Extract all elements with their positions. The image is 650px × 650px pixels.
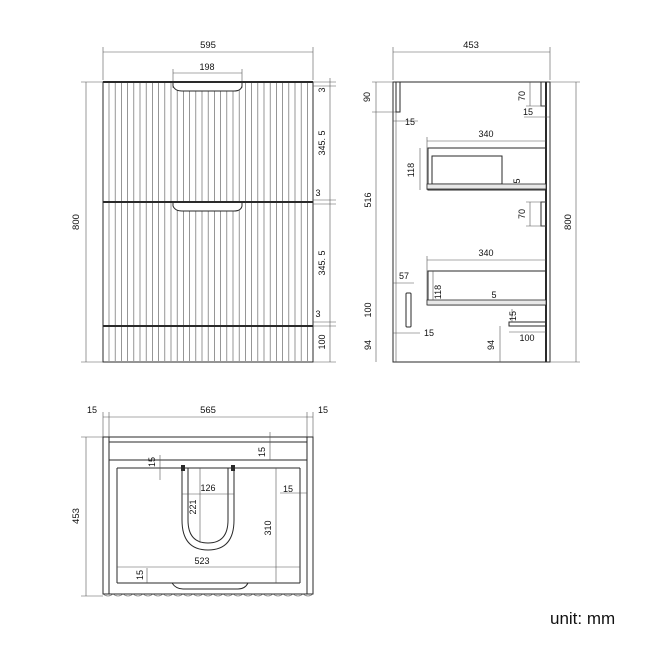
- dim-lower-drawer-depth: 340: [478, 248, 493, 258]
- front-width-label: 595: [200, 40, 216, 51]
- dim-side-90: 90: [362, 92, 372, 102]
- dim-top-310: 310: [263, 520, 273, 535]
- dim-side-94-left: 94: [363, 340, 373, 350]
- dim-bottom-gap: 3: [315, 309, 320, 319]
- dim-drawer-width: 523: [194, 556, 209, 566]
- notch-width-label: 198: [199, 62, 214, 72]
- dim-side-100-rb: 100: [519, 333, 534, 343]
- top-cabinet-outline: [102, 436, 314, 595]
- dim-side-70-top: 70: [517, 91, 527, 101]
- lower-handle-profile: [405, 292, 412, 328]
- fluted-front-edge: [102, 593, 314, 597]
- bottom-rail: [508, 321, 547, 327]
- dim-cutout-depth: 221: [188, 499, 198, 514]
- dim-top-15-a: 15: [147, 457, 157, 467]
- dim-side-15-right: 15: [523, 107, 533, 117]
- dim-side-70-mid: 70: [517, 209, 527, 219]
- dim-side-57: 57: [399, 271, 409, 281]
- dim-upper-drawer-depth: 340: [478, 129, 493, 139]
- front-height-label: 800: [71, 214, 82, 230]
- side-depth-label: 453: [463, 40, 479, 51]
- dim-top-gap: 3: [317, 87, 327, 92]
- dim-side-94-mid: 94: [486, 340, 496, 350]
- dim-top-left-side: 15: [87, 405, 97, 415]
- dim-mid-gap: 3: [315, 188, 320, 198]
- top-depth-label: 453: [71, 508, 82, 524]
- side-cabinet-outline: [392, 81, 551, 363]
- dim-lower-drawer-height: 118: [433, 285, 443, 299]
- dim-top-15-c: 15: [283, 484, 293, 494]
- upper-handle-notch: [172, 83, 243, 92]
- side-height-label: 800: [563, 214, 574, 230]
- dim-side-15-top: 15: [405, 117, 415, 127]
- dim-top-inner-width: 565: [200, 405, 216, 416]
- side-view: 453 90 15 70 15 340 118 5 516: [362, 40, 580, 363]
- dim-cutout-width: 126: [200, 483, 215, 493]
- dim-lower-base-thickness: 5: [491, 290, 496, 300]
- top-handle-notch: [171, 582, 249, 590]
- upper-drawer-box: [427, 147, 547, 191]
- lower-handle-notch: [172, 203, 243, 212]
- dim-side-15-rb: 15: [508, 311, 518, 321]
- front-view: 595 198 800 3 345. 5 3 345. 5: [71, 40, 336, 363]
- dim-side-516: 516: [363, 192, 373, 207]
- dim-upper-base-thickness: 5: [512, 178, 522, 183]
- dim-top-15-d: 15: [135, 570, 145, 580]
- dim-top-15-b: 15: [257, 447, 267, 457]
- dim-top-right-side: 15: [318, 405, 328, 415]
- dim-base: 100: [317, 334, 327, 349]
- dim-side-100-left: 100: [363, 302, 373, 317]
- unit-label: unit: mm: [550, 609, 615, 628]
- top-view: 15 565 15 453 15 15 126 15 22: [71, 405, 328, 597]
- dim-upper-drawer-height: 118: [406, 163, 416, 177]
- plumbing-cutout-inner: [187, 468, 229, 544]
- dim-upper-drawer: 345. 5: [317, 130, 327, 155]
- plumbing-cutout-outer: [181, 468, 235, 551]
- fluted-grooves: [108, 83, 308, 361]
- dim-side-15-left: 15: [424, 328, 434, 338]
- dim-lower-drawer: 345. 5: [317, 250, 327, 275]
